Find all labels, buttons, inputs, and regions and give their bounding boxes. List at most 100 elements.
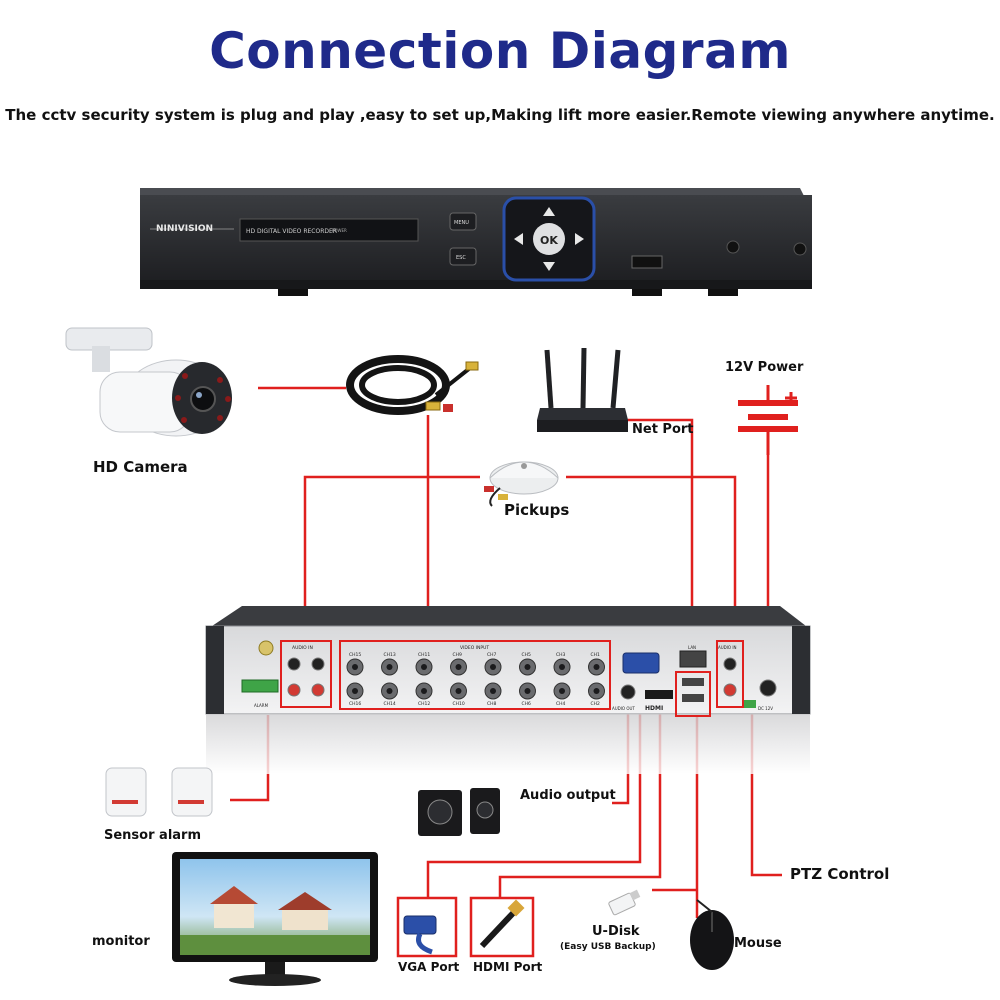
- channel-label: CH15: [349, 652, 361, 658]
- dvr-front: NINIVISION HD DIGITAL VIDEO RECORDER POW…: [140, 188, 812, 296]
- channel-label: CH6: [522, 701, 532, 707]
- monitor-label: monitor: [92, 934, 150, 949]
- mouse-device: [690, 899, 734, 970]
- usb-box: [675, 671, 711, 717]
- lan-connector: [679, 650, 707, 668]
- esc-label: ESC: [456, 255, 466, 261]
- vga-cable: [403, 915, 437, 955]
- usb-slot-front: [631, 255, 663, 269]
- alarm-label: ALARM: [254, 703, 269, 708]
- hdmi-port-label: HDMI Port: [473, 960, 543, 974]
- bnc-connector-core: [352, 688, 358, 694]
- channel-label: CH11: [418, 652, 430, 658]
- ok-label: OK: [540, 234, 558, 247]
- speakers: [418, 788, 500, 836]
- audio-in-jack: [287, 657, 301, 671]
- router: [537, 347, 628, 432]
- lan-label: LAN: [688, 645, 696, 650]
- audio-in-jack: [287, 683, 301, 697]
- audio-in-label: AUDIO IN: [292, 645, 313, 651]
- right-arrow-icon: [575, 233, 584, 245]
- channel-label: CH5: [522, 652, 532, 658]
- bnc-connector-core: [559, 688, 565, 694]
- channel-label: CH1: [591, 652, 601, 658]
- audio-in-jack: [723, 657, 737, 671]
- channel-label: CH8: [487, 701, 497, 707]
- bnc-connector-core: [386, 664, 393, 670]
- bnc-connector-core: [524, 688, 531, 694]
- power-label: 12V Power: [725, 360, 804, 375]
- audio-output-label: Audio output: [520, 788, 616, 803]
- audio-out-jack: [620, 684, 636, 700]
- sensor-alarm-devices: [105, 767, 213, 817]
- audio-in-right-label: AUDIO IN: [718, 645, 737, 650]
- channel-label: CH7: [487, 652, 497, 658]
- down-arrow-icon: [543, 262, 555, 271]
- udisk-sub-label: (Easy USB Backup): [560, 942, 656, 952]
- bnc-connector-core: [490, 688, 496, 694]
- video-input-box: [339, 640, 611, 710]
- bnc-connector-core: [490, 664, 496, 670]
- channel-label: CH16: [349, 701, 361, 707]
- channel-label: CH4: [556, 701, 566, 707]
- ptz-terminal: [744, 700, 756, 708]
- channel-label: CH14: [384, 701, 396, 707]
- channel-label: CH3: [556, 652, 566, 658]
- hdmi-connector: [645, 690, 673, 699]
- ptz-control-label: PTZ Control: [790, 865, 890, 883]
- video-input-label: VIDEO INPUT: [460, 645, 489, 651]
- mouse-label: Mouse: [734, 936, 782, 951]
- audio-in-jack: [311, 683, 325, 697]
- hd-camera-label: HD Camera: [93, 458, 188, 476]
- audio-in-jack: [723, 683, 737, 697]
- vga-port-label: VGA Port: [398, 960, 460, 974]
- bnc-connector-core: [386, 688, 393, 694]
- sensor-alarm-label: Sensor alarm: [104, 828, 201, 843]
- channel-label: CH10: [453, 701, 465, 707]
- dvr-brand: NINIVISION: [156, 224, 213, 234]
- bnc-cable-coil: [346, 355, 479, 415]
- audio-in-jack: [311, 657, 325, 671]
- bnc-connector-core: [421, 688, 427, 694]
- pickup-microphone: [484, 461, 559, 507]
- bnc-connector-core: [524, 664, 531, 670]
- net-port-label: Net Port: [632, 422, 694, 437]
- bnc-connector-core: [593, 664, 600, 670]
- menu-button[interactable]: [449, 212, 477, 231]
- hd-camera: [65, 327, 232, 437]
- page-title: Connection Diagram: [209, 22, 791, 80]
- usb-disk: [608, 889, 641, 916]
- bnc-connector-core: [455, 688, 462, 694]
- channel-label: CH13: [384, 652, 396, 658]
- power-symbol-icon: [738, 385, 798, 455]
- wires: [230, 386, 782, 958]
- audio-in-box: [280, 640, 332, 708]
- channel-label: CH2: [591, 701, 601, 707]
- dc-label: DC 12V: [758, 706, 773, 711]
- dvr-power-text: POWER: [332, 228, 347, 233]
- usb-port: [682, 678, 704, 686]
- vga-connector: [622, 652, 660, 674]
- esc-button[interactable]: [449, 247, 477, 266]
- bnc-connector-core: [559, 664, 565, 670]
- bnc-connector-core: [593, 688, 600, 694]
- hdmi-label: HDMI: [645, 705, 663, 712]
- monitor-device: [172, 852, 378, 986]
- bnc-connector-core: [421, 664, 427, 670]
- usb-port: [682, 694, 704, 702]
- menu-label: MENU: [454, 220, 469, 226]
- audio-in-right-box: [716, 640, 744, 708]
- bnc-connector-core: [352, 664, 358, 670]
- dvr-front-label: HD DIGITAL VIDEO RECORDER: [246, 228, 337, 235]
- up-arrow-icon: [543, 207, 555, 216]
- page-subtitle: The cctv security system is plug and pla…: [5, 106, 995, 124]
- channel-label: CH9: [453, 652, 463, 658]
- audio-out-label: AUDIO OUT: [612, 706, 635, 711]
- channel-label: CH12: [418, 701, 430, 707]
- dc-jack: [759, 679, 777, 697]
- udisk-label: U-Disk: [592, 924, 640, 939]
- left-arrow-icon: [514, 233, 523, 245]
